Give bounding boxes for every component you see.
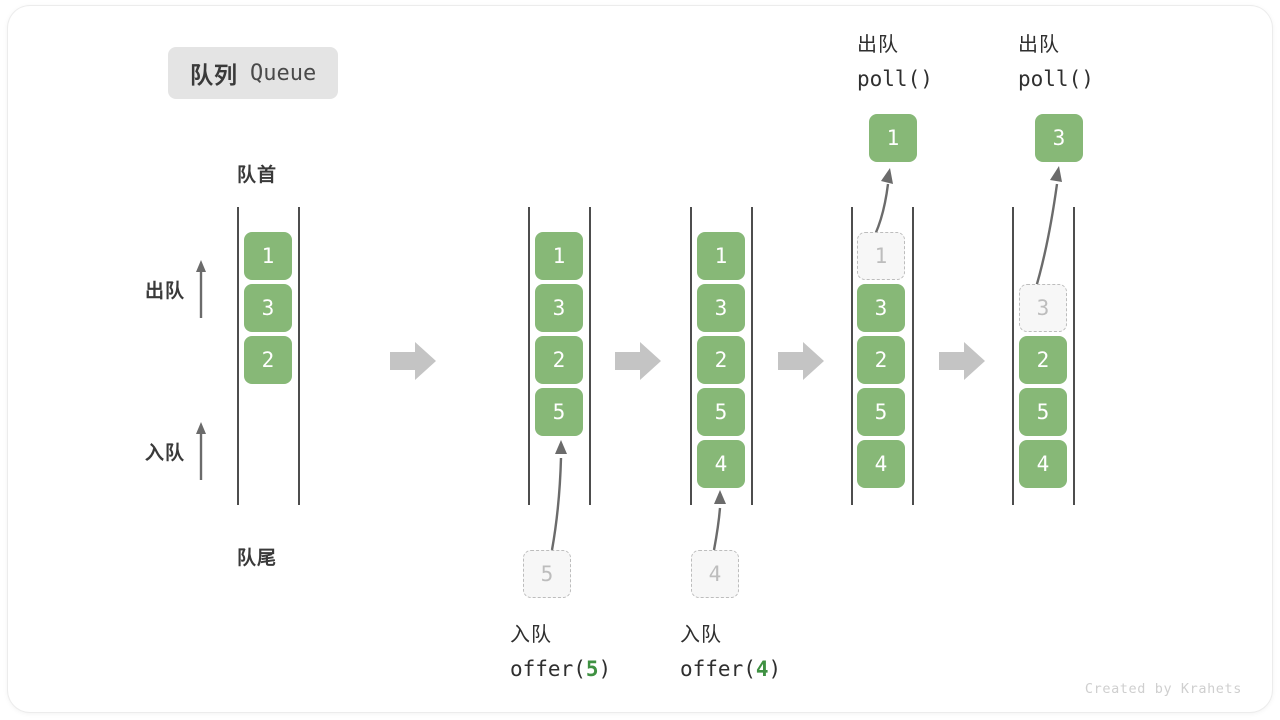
queue-element: 2 [535,336,583,384]
caption-code-arg: 4 [755,657,769,681]
dequeue-up-arrow-icon [196,260,207,318]
caption-code-prefix: offer( [680,657,756,681]
queue-element: 1 [244,232,292,280]
queue-element: 4 [1019,440,1067,488]
caption-code-suffix: ) [768,657,782,681]
queue-element: 4 [857,440,905,488]
enqueue-up-arrow-icon [196,422,207,480]
rail-left [851,207,853,505]
caption-cn: 入队 [680,624,722,646]
queue-element: 2 [1019,336,1067,384]
caption-code: poll() [857,67,933,91]
caption-code-suffix: ) [598,657,612,681]
enqueue-label: 入队 [145,442,186,464]
ghost-element: 1 [857,232,905,280]
caption-code: offer(5) [510,652,611,686]
ghost-element: 5 [523,550,571,598]
title-badge: 队列 Queue [168,47,339,99]
popped-element: 1 [869,114,917,162]
caption-code: offer(4) [680,652,781,686]
queue-element: 5 [1019,388,1067,436]
queue-element: 3 [535,284,583,332]
rail-right [751,207,753,505]
dequeue-label: 出队 [145,280,186,302]
rail-right [1073,207,1075,505]
queue-element: 3 [857,284,905,332]
queue-element-new: 5 [535,388,583,436]
flow-arrow-icon [615,342,661,380]
queue-element: 2 [244,336,292,384]
caption-cn: 出队 [857,34,899,56]
caption-offer-5: 入队 offer(5) [510,618,611,686]
title-cn: 队列 [190,62,238,88]
caption-code-arg: 5 [585,657,599,681]
caption-poll-3: 出队 poll() [1018,28,1094,96]
popped-element: 3 [1035,114,1083,162]
caption-offer-4: 入队 offer(4) [680,618,781,686]
enqueue-indicator: 入队 [145,420,208,482]
caption-cn: 出队 [1018,34,1060,56]
queue-element-new: 4 [697,440,745,488]
flow-arrow-icon [939,342,985,380]
caption-cn: 入队 [510,624,552,646]
queue-element: 5 [857,388,905,436]
queue-element: 1 [535,232,583,280]
queue-element: 3 [244,284,292,332]
rail-left [528,207,530,505]
watermark: Created by Krahets [1084,681,1242,697]
queue-element: 2 [697,336,745,384]
dequeue-indicator: 出队 [145,258,208,320]
rail-right [589,207,591,505]
flow-arrow-icon [778,342,824,380]
queue-front-label: 队首 [237,165,278,186]
rail-right [912,207,914,505]
ghost-element: 4 [691,550,739,598]
flow-arrow-icon [390,342,436,380]
queue-rear-label: 队尾 [237,548,278,569]
caption-code-prefix: offer( [510,657,586,681]
ghost-element: 3 [1019,284,1067,332]
rail-right [298,207,300,505]
rail-left [690,207,692,505]
queue-element: 1 [697,232,745,280]
queue-element: 5 [697,388,745,436]
queue-element: 3 [697,284,745,332]
caption-poll-1: 出队 poll() [857,28,933,96]
caption-code: poll() [1018,67,1094,91]
queue-element: 2 [857,336,905,384]
rail-left [237,207,239,505]
rail-left [1012,207,1014,505]
title-en: Queue [250,60,317,86]
